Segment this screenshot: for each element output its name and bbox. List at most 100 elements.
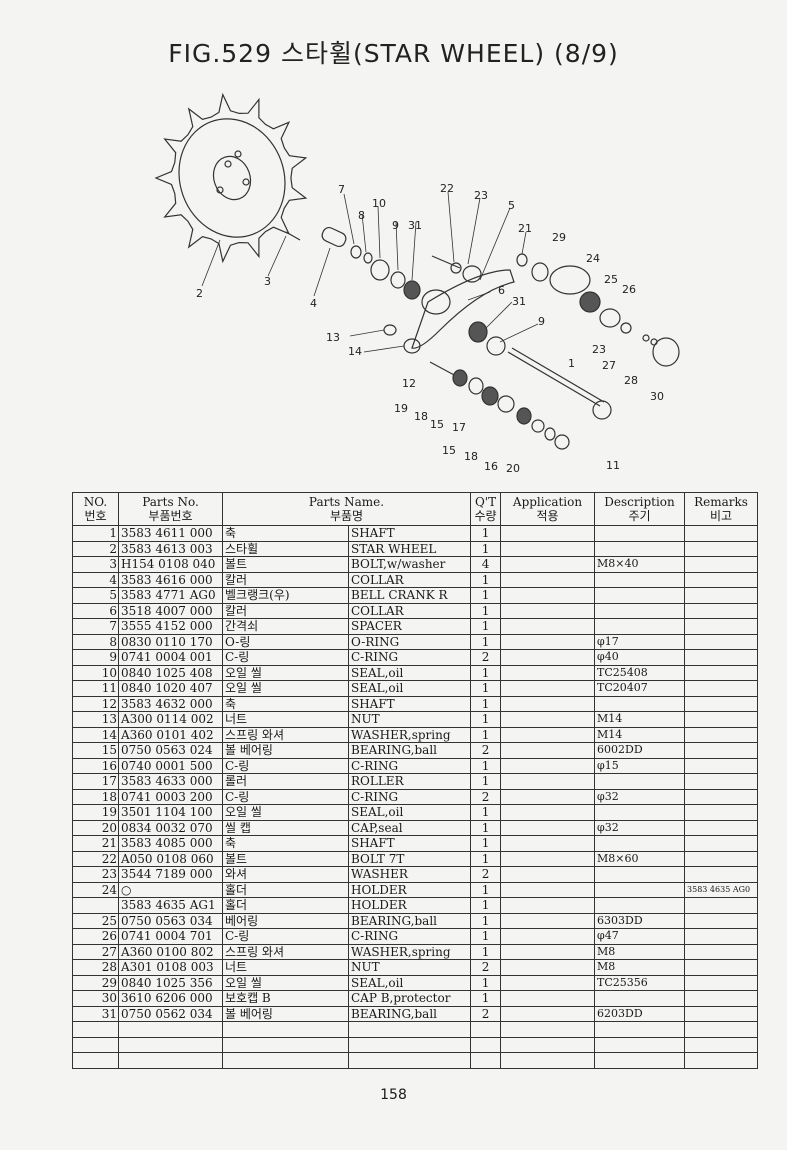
cell-rem xyxy=(684,711,759,728)
cell-qty: 2 xyxy=(470,1005,502,1022)
cell-kr xyxy=(222,1052,349,1069)
cell-part: 3583 4616 000 xyxy=(118,571,223,588)
cell-rem xyxy=(684,571,759,588)
cell-app xyxy=(500,571,596,588)
callout-label: 25 xyxy=(604,273,618,286)
callout-label: 8 xyxy=(358,209,365,222)
cell-en xyxy=(347,1036,472,1053)
cell-qty: 1 xyxy=(470,835,502,852)
cell-kr xyxy=(222,1036,349,1053)
callout-label: 6 xyxy=(498,284,505,297)
cell-desc xyxy=(594,881,686,898)
cell-app xyxy=(500,850,596,867)
cell-en: SEAL,oil xyxy=(347,974,472,991)
cell-desc xyxy=(594,1052,686,1069)
cell-kr: 스프링 와셔 xyxy=(222,943,349,960)
cell-no: 18 xyxy=(72,788,119,805)
cell-app xyxy=(500,866,596,883)
cell-kr: O-링 xyxy=(222,633,349,650)
callout-label: 22 xyxy=(440,182,454,195)
cell-desc: 6203DD xyxy=(594,1005,686,1022)
cell-kr: 홀더 xyxy=(222,881,349,898)
cell-en: STAR WHEEL xyxy=(347,540,472,557)
cell-en: O-RING xyxy=(347,633,472,650)
cell-desc: M8×40 xyxy=(594,556,686,573)
cell-qty: 1 xyxy=(470,990,502,1007)
cell-rem xyxy=(684,804,759,821)
callout-label: 11 xyxy=(606,459,620,472)
cell-qty: 1 xyxy=(470,618,502,635)
cell-rem xyxy=(684,556,759,573)
cell-kr: C-링 xyxy=(222,928,349,945)
cell-part: A360 0101 402 xyxy=(118,726,223,743)
star-wheel-drawing xyxy=(154,92,308,264)
cell-part: 0750 0563 024 xyxy=(118,742,223,759)
cell-no: 13 xyxy=(72,711,119,728)
cell-en: SEAL,oil xyxy=(347,664,472,681)
callout-label: 18 xyxy=(414,410,428,423)
cell-no: 3 xyxy=(72,556,119,573)
cell-part: 3501 1104 100 xyxy=(118,804,223,821)
cell-no: 28 xyxy=(72,959,119,976)
callout-label: 21 xyxy=(518,222,532,235)
cell-desc: M8×60 xyxy=(594,850,686,867)
cell-qty: 2 xyxy=(470,788,502,805)
cell-en: BOLT 7T xyxy=(347,850,472,867)
cell-kr: 축 xyxy=(222,695,349,712)
cell-app xyxy=(500,540,596,557)
cell-kr: 오일 씰 xyxy=(222,974,349,991)
cell-part: 0740 0001 500 xyxy=(118,757,223,774)
cell-qty: 2 xyxy=(470,742,502,759)
cell-desc: M14 xyxy=(594,726,686,743)
cell-en: HOLDER xyxy=(347,881,472,898)
cell-rem xyxy=(684,525,759,542)
cell-desc xyxy=(594,804,686,821)
cell-qty: 1 xyxy=(470,664,502,681)
cell-app xyxy=(500,897,596,914)
table-row xyxy=(72,1021,759,1038)
cell-en: WASHER,spring xyxy=(347,943,472,960)
cell-part: 3518 4007 000 xyxy=(118,602,223,619)
cell-rem xyxy=(684,1005,759,1022)
cell-qty: 1 xyxy=(470,726,502,743)
cell-desc xyxy=(594,602,686,619)
cell-en: ROLLER xyxy=(347,773,472,790)
cell-qty: 1 xyxy=(470,850,502,867)
cell-no: 22 xyxy=(72,850,119,867)
cell-desc: φ32 xyxy=(594,788,686,805)
cell-en: C-RING xyxy=(347,928,472,945)
cell-kr: 볼트 xyxy=(222,850,349,867)
cell-rem xyxy=(684,695,759,712)
header-parts-name: Parts Name.부품명 xyxy=(221,492,472,526)
cell-desc xyxy=(594,1021,686,1038)
cell-app xyxy=(500,757,596,774)
cell-part xyxy=(118,1036,223,1053)
cell-qty xyxy=(470,1021,502,1038)
cell-en: BOLT,w/washer xyxy=(347,556,472,573)
cell-part: 0840 1025 408 xyxy=(118,664,223,681)
cell-en: WASHER xyxy=(347,866,472,883)
cell-rem xyxy=(684,664,759,681)
cell-qty: 1 xyxy=(470,804,502,821)
callout-label: 2 xyxy=(196,287,203,300)
cell-rem xyxy=(684,974,759,991)
cell-desc: 6002DD xyxy=(594,742,686,759)
exploded-parts-diagram: 1 2 3 4 5 6 7 8 9 9 10 11 12 13 14 15 15… xyxy=(154,92,680,475)
star-wheel-teeth xyxy=(154,92,308,264)
cell-desc xyxy=(594,695,686,712)
cell-app xyxy=(500,773,596,790)
cell-rem xyxy=(684,1021,759,1038)
cell-rem xyxy=(684,943,759,960)
callout-label: 14 xyxy=(348,345,362,358)
callout-label: 9 xyxy=(538,315,545,328)
cell-qty: 1 xyxy=(470,757,502,774)
callout-label: 15 xyxy=(430,418,444,431)
callout-label: 30 xyxy=(650,390,664,403)
